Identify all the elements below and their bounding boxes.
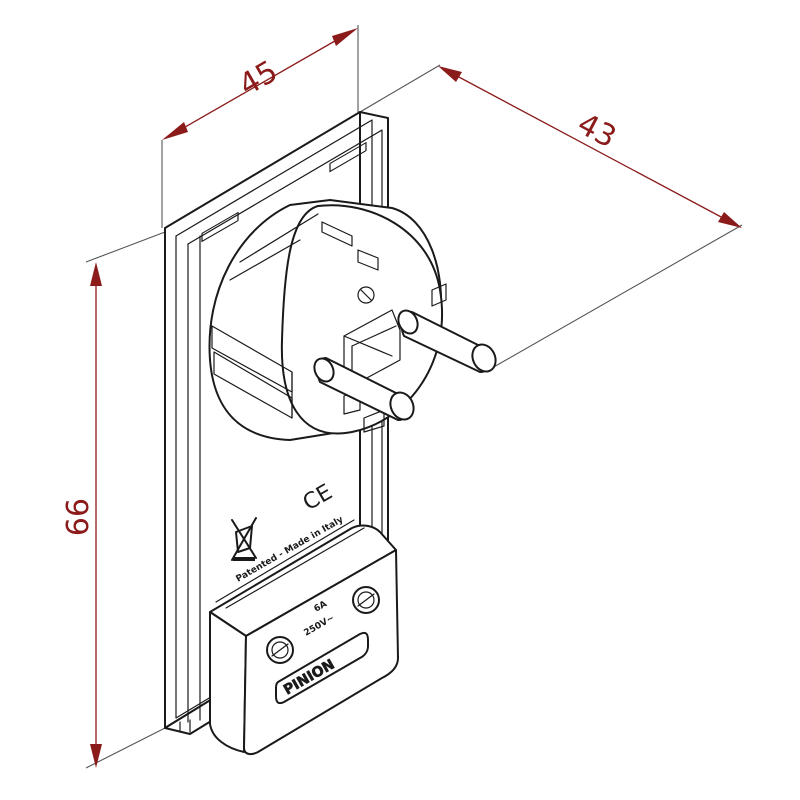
screw-icon [266, 636, 294, 664]
dimension-depth-label: 43 [572, 107, 622, 156]
dimension-height-label: 99 [58, 498, 93, 536]
dimension-width: 45 [162, 28, 358, 140]
dimension-depth: 43 [438, 66, 742, 228]
crossed-out-wheelie-bin-icon [231, 517, 257, 561]
extension-lines [85, 25, 743, 769]
plug-pins [313, 309, 497, 421]
screw-icon [352, 586, 380, 614]
dimension-height: 99 [58, 262, 102, 768]
dimension-width-label: 45 [233, 54, 284, 103]
terminal-block: 6A 250V~ PINION [209, 519, 399, 756]
